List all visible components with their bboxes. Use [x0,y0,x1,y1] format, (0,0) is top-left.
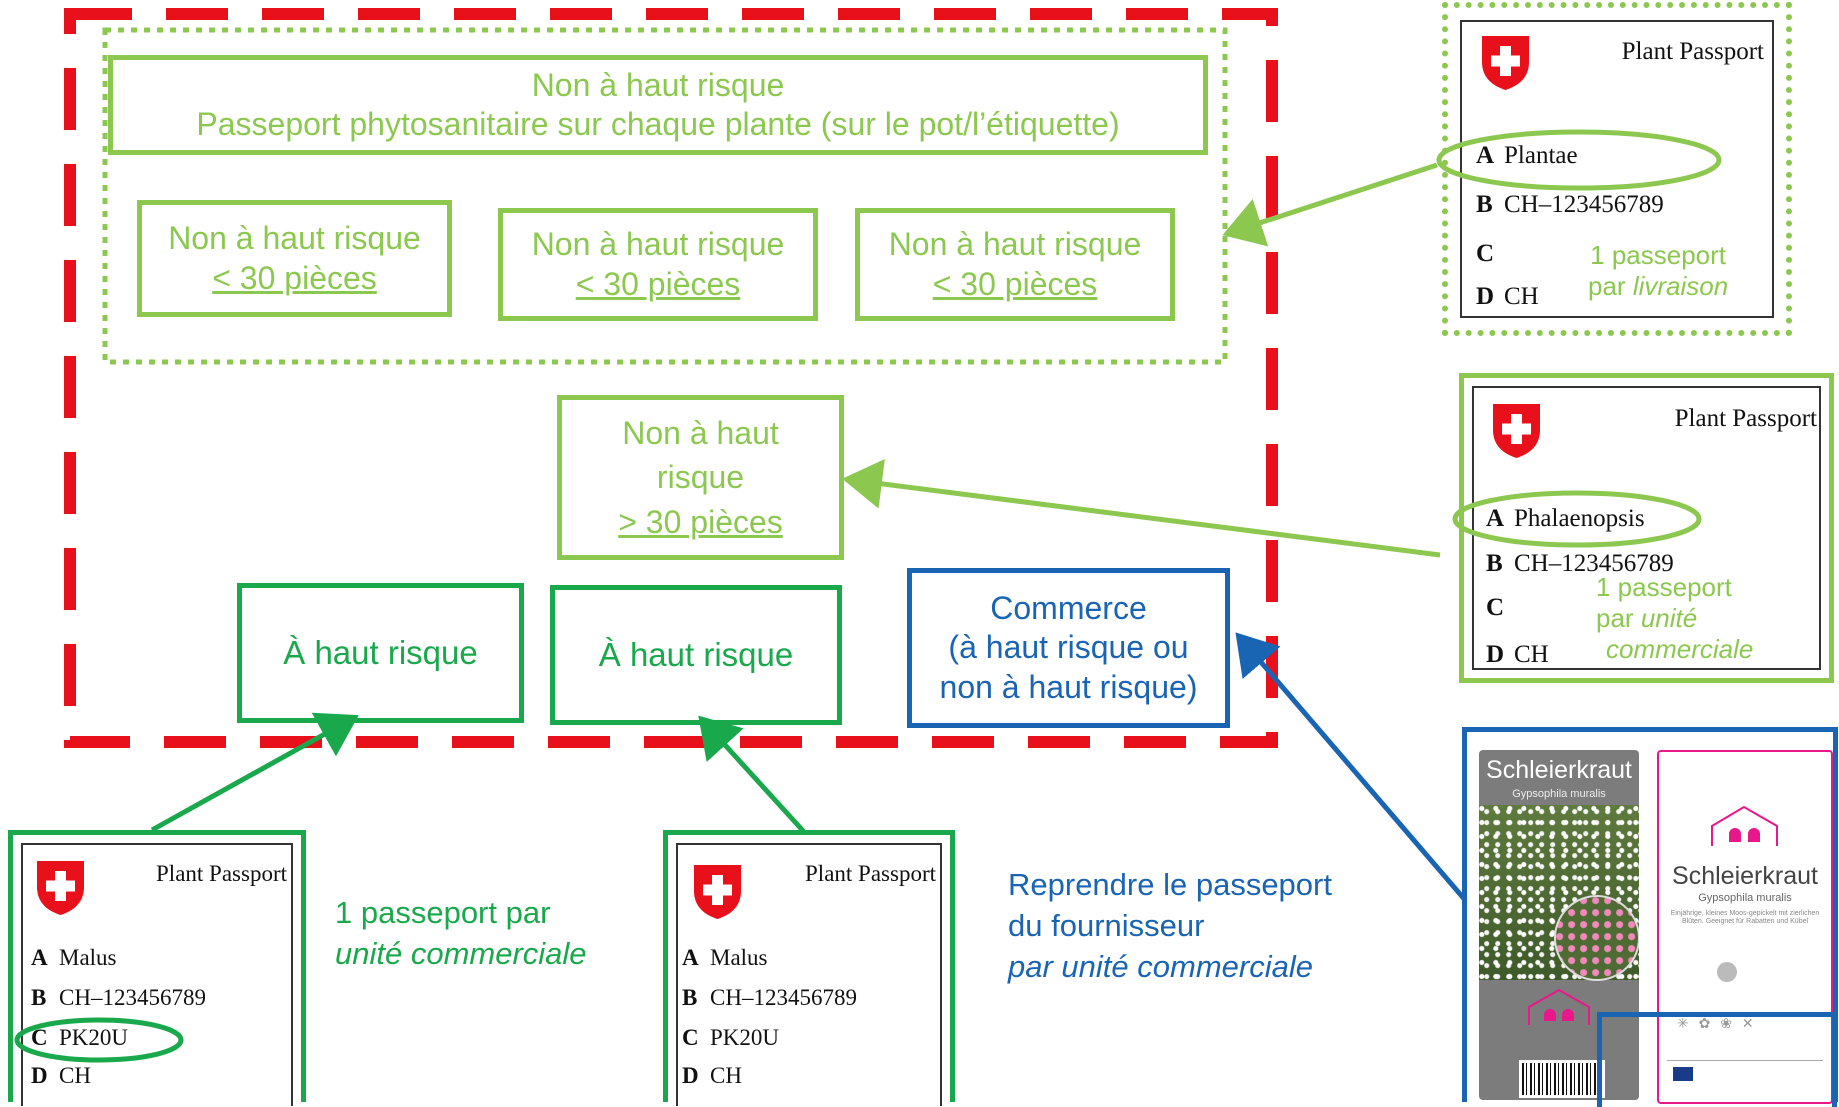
passport-title: Plant Passport [1674,405,1817,432]
annotation-line1: Reprendre le passeport [1008,867,1332,902]
label-description: Einjährige, kleines Moos-gepickelt mit z… [1670,910,1820,926]
small-box-title: Non à haut risque [168,220,421,257]
annotation-line3: par unité commerciale [1008,948,1313,984]
middle-box-count: > 30 pièces [618,503,783,540]
swiss-shield-icon [1493,404,1540,458]
passport-note: 1 passeport par unité commerciale [1596,572,1754,665]
label-latin: Gypsophila muralis [1698,892,1792,904]
annotation-supplier-passport: Reprendre le passeport du fournisseur pa… [1008,865,1332,988]
annotation-unit-commercial: 1 passeport par unité commerciale [335,893,587,975]
high-risk-label: À haut risque [283,633,478,671]
dotted-group-border [102,27,1228,365]
arrow-plantae [1222,162,1438,247]
highlight-ellipse [1436,129,1722,191]
house-icon [1711,805,1778,846]
middle-box-over-30: Non à haut risque > 30 pièces [557,395,844,560]
middle-box-line1: Non à haut [622,415,779,452]
arrow-commerce [1235,632,1474,910]
arrow-malus-left [150,712,359,833]
label-inset-photo [1554,895,1639,981]
small-box-title: Non à haut risque [531,226,785,263]
label-left: Schleierkraut Gypsophila muralis [1479,750,1639,1100]
passport-title: Plant Passport [156,861,287,886]
small-box-count: < 30 pièces [575,265,741,302]
eu-flag-icon [1673,1067,1693,1081]
red-dashed-zone [64,8,1278,748]
small-box-3: Non à haut risque < 30 pièces [855,208,1175,321]
care-icons: ✳ ✿ ❀ ✕ [1677,1015,1757,1031]
top-non-high-risk-box: Non à haut risque Passeport phytosanitai… [108,55,1208,155]
house-icon [1528,988,1590,1025]
top-box-title: Non à haut risque [531,66,785,103]
label-passport-area [1667,1060,1823,1097]
small-box-title: Non à haut risque [888,226,1142,263]
sun-icon [1717,962,1737,982]
highlight-ellipse [1452,490,1702,548]
label-right: Schleierkraut Gypsophila muralis Einjähr… [1657,750,1833,1104]
supplier-labels-frame: Schleierkraut Gypsophila muralis Schleie… [1462,727,1838,1107]
annotation-line2: du fournisseur [1008,907,1205,943]
passport-note: 1 passeport par livraison [1588,240,1729,302]
swiss-shield-icon [694,865,741,919]
barcode-icon [1519,1060,1605,1098]
commerce-line1: Commerce [990,590,1147,627]
swiss-shield-icon [37,861,84,915]
label-name: Schleierkraut [1486,756,1632,784]
highlight-ellipse [14,1017,184,1063]
annotation-line1: 1 passeport par [335,895,551,930]
label-passport-highlight [1597,1012,1837,1107]
commerce-line2: (à haut risque ou [948,629,1189,666]
arrow-malus-right [698,715,807,835]
commerce-box: Commerce (à haut risque ou non à haut ri… [907,568,1230,728]
small-box-count: < 30 pièces [932,265,1098,302]
commerce-line3: non à haut risque) [939,668,1198,705]
label-latin: Gypsophila muralis [1512,788,1606,800]
high-risk-box-1: À haut risque [237,583,524,723]
high-risk-label: À haut risque [598,635,794,673]
small-box-2: Non à haut risque < 30 pièces [498,208,818,321]
annotation-line2: unité commerciale [335,935,587,971]
label-name: Schleierkraut [1672,862,1818,890]
arrow-phalaenopsis [842,458,1441,558]
passport-title: Plant Passport [805,861,936,886]
small-box-1: Non à haut risque < 30 pièces [137,200,452,317]
high-risk-box-2: À haut risque [550,585,842,725]
top-box-subtitle: Passeport phytosanitaire sur chaque plan… [196,106,1120,142]
passport-row-c: C [1486,594,1505,621]
passport-row-c: C [1476,240,1495,267]
small-box-count: < 30 pièces [212,259,377,296]
passport-title: Plant Passport [1621,38,1764,65]
swiss-shield-icon [1482,36,1529,90]
middle-box-line2: risque [656,459,745,496]
